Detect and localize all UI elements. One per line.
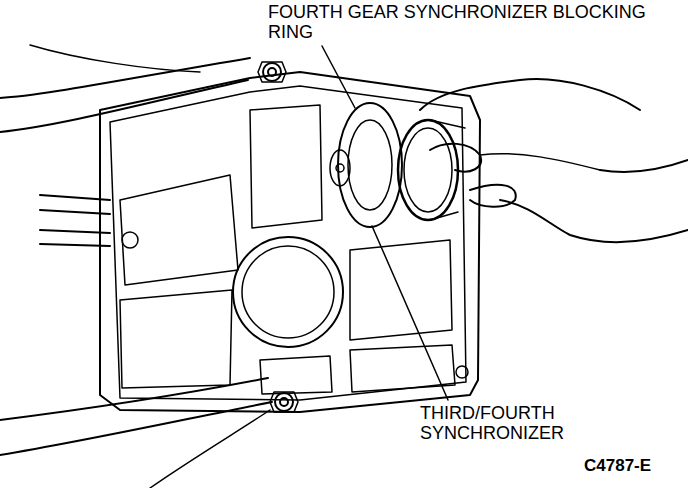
part-label: THIRD/FOURTH SYNCHRONIZER: [420, 403, 610, 443]
figure-code: C4787-E: [584, 456, 684, 476]
part-label: FOURTH GEAR SYNCHRONIZER BLOCKING RING: [268, 2, 658, 42]
